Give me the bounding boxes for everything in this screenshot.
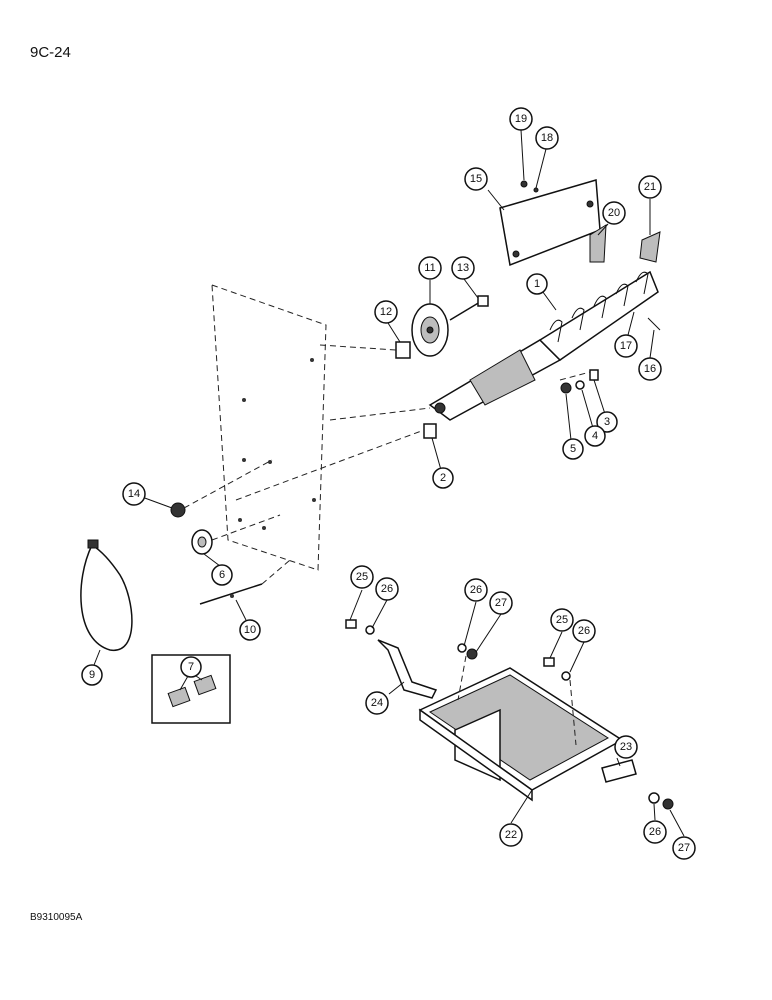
callout-20: 20 bbox=[602, 201, 626, 225]
washer-4 bbox=[575, 380, 585, 390]
cotter-pin-16 bbox=[647, 317, 661, 331]
auger-assembly bbox=[428, 270, 659, 421]
svg-text:1: 1 bbox=[534, 278, 540, 290]
svg-text:21: 21 bbox=[644, 181, 656, 193]
svg-text:26: 26 bbox=[381, 583, 393, 595]
callout-26: 26 bbox=[375, 577, 399, 601]
svg-text:26: 26 bbox=[649, 826, 661, 838]
callout-5: 5 bbox=[562, 438, 584, 460]
grain-pan bbox=[418, 667, 624, 802]
callout-23: 23 bbox=[614, 735, 638, 759]
svg-text:25: 25 bbox=[356, 571, 368, 583]
pulley-bolt bbox=[449, 295, 489, 321]
svg-text:5: 5 bbox=[570, 443, 576, 455]
bolt-19 bbox=[520, 180, 528, 188]
page-number: 9C-24 bbox=[30, 44, 71, 61]
callout-1: 1 bbox=[526, 273, 548, 295]
callout-12: 12 bbox=[374, 300, 398, 324]
svg-text:25: 25 bbox=[556, 614, 568, 626]
svg-text:18: 18 bbox=[541, 132, 553, 144]
idler-pulley bbox=[411, 303, 449, 357]
bracket-23 bbox=[601, 759, 637, 783]
bracket-24 bbox=[377, 639, 438, 699]
callout-25: 25 bbox=[350, 565, 374, 589]
figure-code: B9310095A bbox=[30, 912, 83, 923]
callout-27: 27 bbox=[489, 591, 513, 615]
shaft-10 bbox=[199, 583, 263, 605]
svg-text:19: 19 bbox=[515, 113, 527, 125]
svg-text:26: 26 bbox=[578, 625, 590, 637]
nut-14 bbox=[170, 502, 186, 518]
callout-24: 24 bbox=[365, 691, 389, 715]
callout-6: 6 bbox=[211, 564, 233, 586]
bolt-3 bbox=[589, 369, 599, 381]
svg-text:14: 14 bbox=[128, 488, 140, 500]
side-panel bbox=[211, 284, 327, 571]
svg-text:7: 7 bbox=[188, 661, 194, 673]
svg-text:22: 22 bbox=[505, 829, 517, 841]
svg-text:24: 24 bbox=[371, 697, 383, 709]
callout-22: 22 bbox=[499, 823, 523, 847]
callout-19: 19 bbox=[509, 107, 533, 131]
callout-18: 18 bbox=[535, 126, 559, 150]
callout-21: 21 bbox=[638, 175, 662, 199]
bushing-2 bbox=[423, 423, 437, 439]
callout-15: 15 bbox=[464, 167, 488, 191]
svg-text:12: 12 bbox=[380, 306, 392, 318]
svg-text:27: 27 bbox=[678, 842, 690, 854]
svg-text:4: 4 bbox=[592, 430, 598, 442]
nut-5 bbox=[560, 382, 572, 394]
callout-17: 17 bbox=[614, 334, 638, 358]
callout-14: 14 bbox=[122, 482, 146, 506]
callout-4: 4 bbox=[584, 425, 606, 447]
pulley-spacer bbox=[395, 341, 411, 359]
callout-27b: 27 bbox=[672, 836, 696, 860]
svg-text:17: 17 bbox=[620, 340, 632, 352]
bracket-20 bbox=[589, 224, 607, 263]
callout-10: 10 bbox=[239, 619, 261, 641]
callout-7: 7 bbox=[180, 656, 202, 678]
hardware-set bbox=[345, 619, 674, 810]
svg-text:20: 20 bbox=[608, 207, 620, 219]
svg-text:2: 2 bbox=[440, 472, 446, 484]
callout-16: 16 bbox=[638, 357, 662, 381]
callout-11: 11 bbox=[418, 256, 442, 280]
callout-26d: 26 bbox=[643, 820, 667, 844]
svg-text:6: 6 bbox=[219, 569, 225, 581]
drive-belt bbox=[80, 539, 133, 651]
svg-text:9: 9 bbox=[89, 669, 95, 681]
svg-text:26: 26 bbox=[470, 584, 482, 596]
callout-26b: 26 bbox=[464, 578, 488, 602]
svg-text:16: 16 bbox=[644, 363, 656, 375]
top-shield bbox=[499, 179, 601, 267]
callout-26c: 26 bbox=[572, 619, 596, 643]
callout-9: 9 bbox=[81, 664, 103, 686]
svg-text:13: 13 bbox=[457, 262, 469, 274]
svg-text:3: 3 bbox=[604, 416, 610, 428]
svg-text:15: 15 bbox=[470, 173, 482, 185]
svg-text:23: 23 bbox=[620, 741, 632, 753]
callout-2: 2 bbox=[432, 467, 454, 489]
wear-pad-21 bbox=[639, 231, 661, 263]
washer-18 bbox=[533, 187, 539, 193]
callout-3: 3 bbox=[596, 411, 618, 433]
svg-text:10: 10 bbox=[244, 624, 256, 636]
callout-13: 13 bbox=[451, 256, 475, 280]
callout-25b: 25 bbox=[550, 608, 574, 632]
svg-text:11: 11 bbox=[424, 262, 435, 274]
sprocket-6 bbox=[191, 529, 213, 555]
svg-text:27: 27 bbox=[495, 597, 507, 609]
